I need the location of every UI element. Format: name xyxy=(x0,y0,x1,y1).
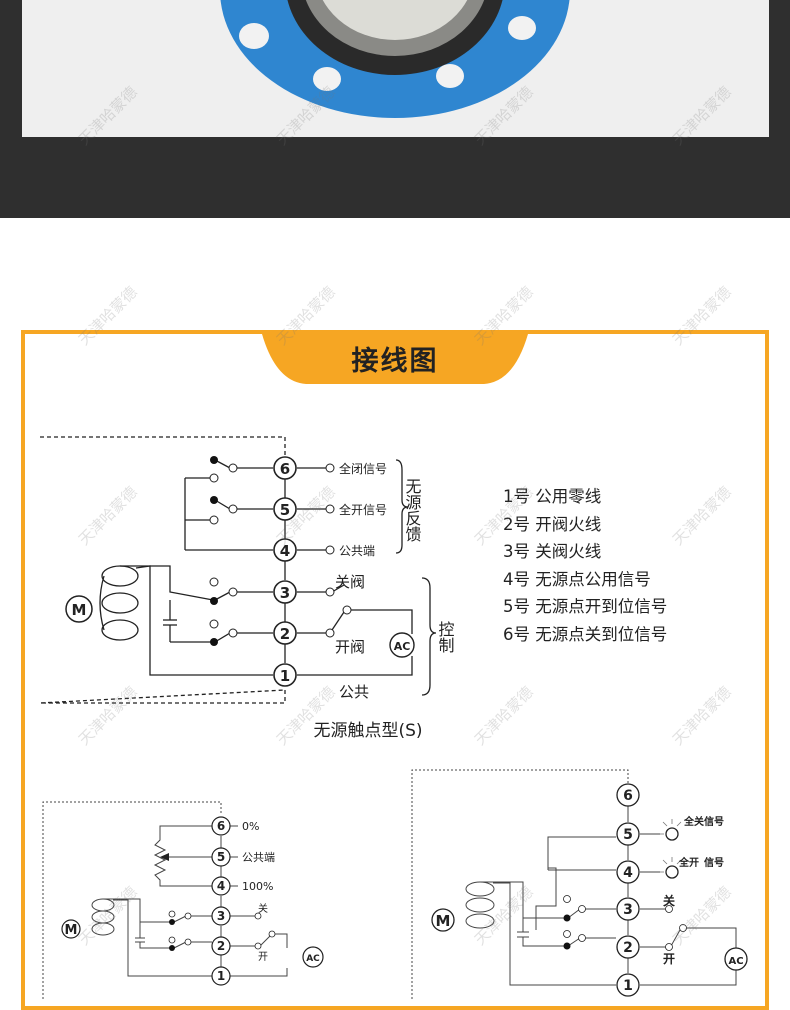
terminal-6-label: 6 xyxy=(280,460,290,478)
diagram-caption: 无源触点型(S) xyxy=(313,721,422,741)
svg-text:5: 5 xyxy=(623,827,633,843)
svg-text:AC: AC xyxy=(728,956,743,967)
svg-text:5: 5 xyxy=(217,850,225,864)
title-tab xyxy=(262,334,528,384)
label-passive-feedback: 无源反馈 xyxy=(403,478,422,542)
label-full-open-lamp: 全开 xyxy=(678,856,699,869)
product-photo xyxy=(22,0,769,137)
legend-item: 1号 公用零线 xyxy=(503,487,602,506)
terminal-3-label: 3 xyxy=(280,584,290,602)
label-lamp-close: 关 xyxy=(663,893,675,908)
terminal-4-circle xyxy=(273,538,297,562)
label-pot-close: 关 xyxy=(258,902,268,915)
label-pot-open: 开 xyxy=(258,952,268,963)
label-signal-lamp: 信号 xyxy=(704,856,724,869)
svg-text:2: 2 xyxy=(623,940,633,956)
svg-text:3: 3 xyxy=(623,902,633,918)
ac-label: AC xyxy=(394,640,411,653)
terminal-1-circle xyxy=(273,663,297,687)
label-control: 控制 xyxy=(436,621,455,653)
svg-text:2: 2 xyxy=(217,939,225,953)
svg-text:4: 4 xyxy=(217,879,225,893)
label-zero-percent: 0% xyxy=(242,820,259,833)
legend-item: 3号 关阀火线 xyxy=(503,542,602,562)
svg-text:4: 4 xyxy=(623,865,633,881)
svg-text:3: 3 xyxy=(217,909,225,923)
legend-item: 5号 无源点开到位信号 xyxy=(503,597,668,617)
legend-item: 4号 无源点公用信号 xyxy=(503,569,651,589)
motor-label: M xyxy=(72,601,87,619)
wiring-panel xyxy=(21,330,769,1010)
terminal-legend: 1号 公用零线 2号 开阀火线 3号 关阀火线 4号 无源点公用信号 5号 无源… xyxy=(503,483,667,649)
terminal-4-label: 4 xyxy=(280,542,290,560)
svg-text:M: M xyxy=(65,923,78,938)
label-open-valve: 开阀 xyxy=(335,638,365,656)
label-close-valve: 关阀 xyxy=(335,573,365,591)
terminal-5-circle xyxy=(273,497,297,521)
svg-text:AC: AC xyxy=(306,954,320,964)
svg-text:6: 6 xyxy=(623,788,633,804)
label-common-terminal: 公共端 xyxy=(339,544,375,558)
label-full-close-lamp: 全关信号 xyxy=(683,815,724,828)
svg-text:1: 1 xyxy=(217,969,225,983)
terminal-3-circle xyxy=(273,580,297,604)
label-pot-common: 公共端 xyxy=(242,851,275,864)
label-lamp-open: 开 xyxy=(663,952,675,966)
label-hundred-percent: 100% xyxy=(242,880,273,893)
terminal-5-label: 5 xyxy=(280,501,290,519)
legend-item: 2号 开阀火线 xyxy=(503,514,602,534)
label-full-close-signal: 全闭信号 xyxy=(339,461,387,476)
terminal-2-circle xyxy=(273,621,297,645)
page-title: 接线图 xyxy=(351,346,439,377)
svg-text:M: M xyxy=(436,912,451,930)
terminal-2-label: 2 xyxy=(280,625,290,643)
label-common: 公共 xyxy=(339,683,369,701)
svg-text:1: 1 xyxy=(623,978,633,994)
terminal-1-label: 1 xyxy=(280,667,290,685)
label-full-open-signal: 全开信号 xyxy=(339,502,387,517)
terminal-6-circle xyxy=(273,456,297,480)
svg-text:6: 6 xyxy=(217,819,225,833)
legend-item: 6号 无源点关到位信号 xyxy=(503,624,668,644)
